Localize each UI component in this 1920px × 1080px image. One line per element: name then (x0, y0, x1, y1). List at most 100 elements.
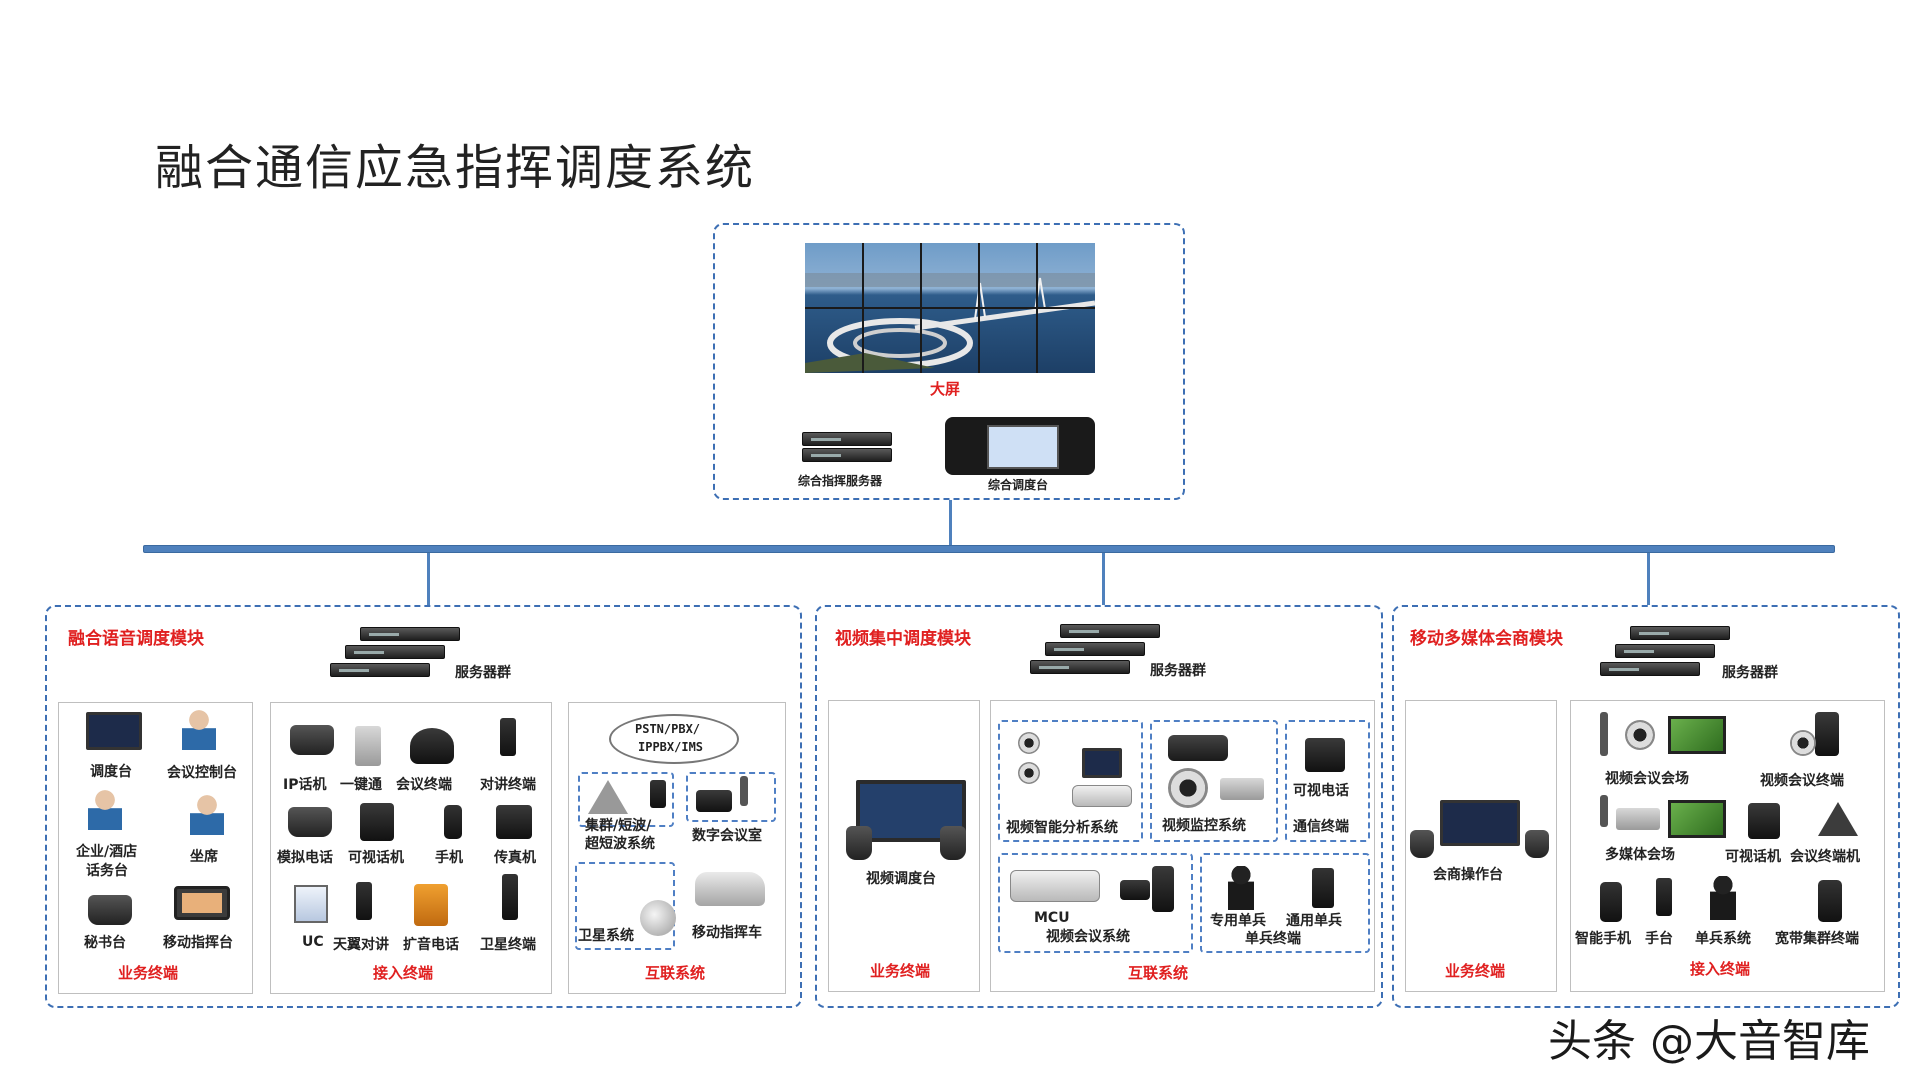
conference-control-icon (182, 710, 216, 750)
conference-unit-icon (1152, 866, 1174, 912)
page-title: 融合通信应急指挥调度系统 (155, 140, 756, 196)
video-module-box (815, 605, 1383, 1008)
voice-access-item-2: 会议终端 (396, 777, 452, 793)
mobile-access-item-5: 智能手机 (1575, 931, 1631, 947)
conference-host-icon (696, 790, 732, 812)
voice-interconnect-item-1: 超短波系统 (585, 836, 655, 852)
voice-access-item-11: 卫星终端 (480, 937, 536, 953)
voice-interconnect-item-0: 集群/短波/ (585, 818, 652, 834)
video-conference-box (998, 853, 1193, 953)
voice-business-item-3: 话务台 (86, 863, 128, 879)
analog-phone-icon (288, 807, 332, 837)
broadband-trunk-terminal-icon (1818, 880, 1842, 922)
command-server-icon-2 (802, 448, 892, 462)
voice-module-box (45, 605, 802, 1008)
video-interconnect-footer: 互联系统 (1128, 964, 1189, 982)
video-business-item-0: 视频调度台 (866, 871, 936, 887)
analysis-camera-icon (1018, 732, 1040, 754)
voice-interconnect-item-3: 卫星系统 (578, 928, 634, 944)
mobile-access-item-4: 会议终端机 (1790, 849, 1860, 865)
video-analysis-box (998, 720, 1143, 842)
loudspeaker-phone-icon (414, 884, 448, 926)
secretary-phone-icon (88, 895, 132, 925)
uc-client-icon (294, 885, 328, 923)
video-module-title: 视频集中调度模块 (835, 629, 971, 649)
satellite-terminal-icon (502, 874, 518, 920)
cloud-line-1: PSTN/PBX/ (635, 722, 701, 736)
video-phone-icon (360, 803, 394, 841)
mobile-server-2 (1615, 644, 1715, 658)
digital-conference-box (686, 772, 776, 822)
mobile-access-item-2: 多媒体会场 (1605, 847, 1675, 863)
mobile-phone-icon (444, 805, 462, 839)
mobile-access-item-6: 手台 (1645, 931, 1673, 947)
voice-access-item-9: 天翼对讲 (333, 937, 389, 953)
pstn-cloud-icon (609, 714, 739, 764)
analysis-monitor-icon (1082, 748, 1122, 778)
command-server-icon (802, 432, 892, 446)
voice-access-item-5: 可视话机 (348, 850, 404, 866)
voice-access-item-10: 扩音电话 (403, 937, 459, 953)
mobile-access-item-0: 视频会议会场 (1605, 771, 1689, 787)
dispatch-console-icon (945, 417, 1095, 475)
conference-room-camera-icon (1625, 720, 1655, 750)
trunk-radio-icon (650, 780, 666, 808)
analysis-server-icon (1072, 785, 1132, 807)
mobile-access-item-1: 视频会议终端 (1760, 773, 1844, 789)
voice-business-panel (58, 702, 253, 994)
network-bus (143, 545, 1835, 553)
voice-module-title: 融合语音调度模块 (68, 629, 204, 649)
one-key-intercom-icon (355, 726, 381, 766)
voice-server-2 (345, 645, 445, 659)
voice-access-item-3: 对讲终端 (480, 777, 536, 793)
command-server-label: 综合指挥服务器 (798, 474, 883, 488)
voice-access-item-4: 模拟电话 (277, 850, 333, 866)
voice-business-footer: 业务终端 (118, 964, 179, 982)
consult-phone-right (1525, 830, 1549, 858)
smartphone-icon (1600, 882, 1622, 922)
tianyi-intercom-icon (356, 882, 372, 920)
voice-business-item-6: 移动指挥台 (163, 935, 233, 951)
mcu-device-icon (1010, 870, 1100, 902)
mobile-video-phone-icon (1748, 803, 1780, 839)
conference-mic-icon (740, 776, 748, 806)
conference-endpoint-icon (1818, 802, 1858, 836)
voice-business-item-4: 坐席 (190, 849, 218, 865)
multimedia-mic-icon (1600, 795, 1608, 827)
conference-room-mic-icon (1600, 712, 1608, 756)
video-conference-terminal-icon (1815, 712, 1839, 756)
mobile-access-item-7: 单兵系统 (1695, 931, 1751, 947)
voice-server-3 (330, 663, 430, 677)
voice-business-item-5: 秘书台 (84, 935, 126, 951)
dedicated-soldier-icon (1228, 866, 1254, 910)
command-vehicle-icon (695, 872, 765, 906)
video-servers-label: 服务器群 (1150, 663, 1206, 679)
bus-connector-voice (427, 553, 430, 605)
ip-phone-icon (290, 725, 334, 755)
voice-interconnect-footer: 互联系统 (645, 964, 706, 982)
voice-access-item-6: 手机 (435, 850, 463, 866)
voice-business-item-1: 会议控制台 (167, 765, 237, 781)
video-business-footer: 业务终端 (870, 962, 931, 980)
mobile-server-3 (1600, 662, 1700, 676)
voice-access-item-0: IP话机 (283, 777, 327, 793)
multimedia-camera-icon (1616, 808, 1660, 830)
satellite-dish-icon (640, 900, 676, 936)
mobile-business-footer: 业务终端 (1445, 962, 1506, 980)
ptz-keyboard-icon (1168, 735, 1228, 761)
voice-access-item-8: UC (302, 934, 324, 950)
multimedia-tv-icon (1668, 800, 1726, 838)
big-screen-label: 大屏 (930, 380, 961, 398)
voice-access-footer: 接入终端 (373, 964, 434, 982)
mobile-module-title: 移动多媒体会商模块 (1410, 629, 1563, 649)
consult-phone-left (1410, 830, 1434, 858)
mobile-access-item-3: 可视话机 (1725, 849, 1781, 865)
video-interconnect-item-2: 可视电话 (1293, 783, 1349, 799)
video-interconnect-item-3: 通信终端 (1293, 819, 1349, 835)
voice-server-1 (360, 627, 460, 641)
comm-terminal-box (1285, 720, 1370, 842)
walkie-talkie-icon (500, 718, 516, 756)
video-surveillance-box (1150, 720, 1278, 842)
dispatch-desk-icon (86, 712, 142, 750)
mobile-module-box (1392, 605, 1900, 1008)
